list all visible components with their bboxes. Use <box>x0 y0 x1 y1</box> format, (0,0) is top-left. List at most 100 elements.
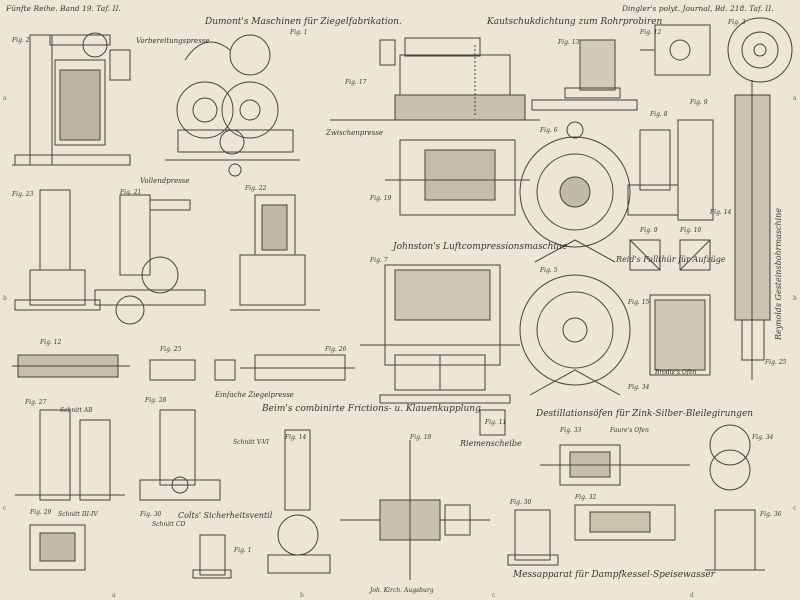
riemenscheibe-drawing <box>479 409 506 436</box>
fig29-drawing <box>540 444 690 486</box>
fig27-drawing <box>15 409 125 501</box>
fig-label: Fig. 22 <box>245 185 267 192</box>
fig12-drawing <box>640 24 711 76</box>
fig-label: Fig. 1 <box>290 29 308 36</box>
margin-letter-b: b <box>300 592 304 599</box>
caption-dumont: Dumont's Maschinen für Ziegelfabrikation… <box>205 17 402 27</box>
fig-label: Fig. 25 <box>765 359 787 366</box>
fig-label: Fig. 15 <box>628 299 650 306</box>
reynolds-drawing <box>734 80 771 380</box>
fig3-drawing <box>727 17 793 83</box>
caption-reynolds: Reynolds Gesteinsbohrmaschine <box>774 207 783 340</box>
fig-label: Fig. 29 <box>30 509 52 516</box>
header-right: Dingler's polyt. Journal, Bd. 218. Taf. … <box>622 4 774 13</box>
caption-johnston: Johnston's Luftcompressionsmaschine <box>393 242 568 252</box>
footer-imprint: Joh. Kirch. Augsburg <box>370 587 434 594</box>
margin-letter-d: d <box>690 592 694 599</box>
fig-label: Fig. 14 <box>285 434 307 441</box>
fig-label: Fig. 8 <box>650 111 668 118</box>
caption-vollendpresse: Vollendpresse <box>140 177 190 185</box>
fig-label: Fig. 18 <box>410 434 432 441</box>
section-label: Schnitt V-VI <box>233 439 269 446</box>
section-label: Schnitt AB <box>60 407 93 414</box>
fig-label: Fig. 32 <box>575 494 597 501</box>
fig30-drawing <box>507 509 559 566</box>
section-label: Schnitt CD <box>152 521 186 528</box>
caption-einfache: Einfache Ziegelpresse <box>215 391 294 399</box>
caption-riemenscheibe: Riemenscheibe <box>460 439 522 448</box>
section-label: Schnitt III-IV <box>58 511 98 518</box>
caption-kautschuk: Kautschukdichtung zum Rohrprobiren <box>487 17 663 27</box>
fig24-drawing <box>240 354 355 381</box>
fig-label: Fig. 23 <box>12 191 34 198</box>
zwischenpresse-drawing <box>330 37 540 121</box>
header-left: Fünfte Reihe. Band 19. Taf. II. <box>6 4 121 13</box>
fig26-drawing <box>139 409 221 501</box>
fig-label: Fig. 28 <box>145 397 167 404</box>
margin-letter-left-b: b <box>3 295 7 302</box>
fig5-drawing <box>519 274 631 396</box>
fig33-drawing <box>705 509 765 571</box>
fig-label: Fig. 9 <box>640 227 658 234</box>
caption-colts: Colts' Sicherheitsventil <box>178 511 273 520</box>
fig-label: Fig. 21 <box>120 189 142 196</box>
fig13-drawing <box>267 429 331 574</box>
margin-letter-right-c: c <box>793 505 797 512</box>
fig-label: Fig. 10 <box>680 227 702 234</box>
caption-vorbereitungspresse: Vorbereitungspresse <box>136 37 210 45</box>
fig-label: Fig. 9 <box>690 99 708 106</box>
fig19-drawing <box>385 139 530 216</box>
caption-messapparat: Messapparat für Dampfkessel-Speisewasser <box>513 570 715 580</box>
fig-label: Fig. 26 <box>325 346 347 353</box>
fig-label: Fig. 2 <box>12 37 30 44</box>
caption-reid: Reid's Fallthür für Aufzüge <box>616 255 726 264</box>
vorbereitungspresse-drawing <box>12 32 131 166</box>
fig-label: Fig. 33 <box>560 427 582 434</box>
fig-label: Fig. 36 <box>760 511 782 518</box>
margin-letter-right-a: a <box>793 95 797 102</box>
margin-letter-left-a: a <box>3 95 7 102</box>
caption-faure: Faure's Ofen <box>610 427 649 434</box>
fig-label: Fig. 3 <box>728 19 746 26</box>
fig-label: Fig. 17 <box>345 79 367 86</box>
fig-label: Fig. 25 <box>160 346 182 353</box>
caption-brodie: Brodie's Ofen <box>655 369 697 376</box>
fig12b-drawing <box>12 354 130 378</box>
dumont-main-drawing <box>165 34 300 177</box>
fig-label: Fig. 6 <box>540 127 558 134</box>
reid-drawing <box>649 294 711 376</box>
fig23-drawing <box>14 189 101 311</box>
caption-beim: Beim's combinirte Frictions- u. Klauenku… <box>262 404 481 414</box>
fig-label: Fig. 34 <box>752 434 774 441</box>
fig-label: Fig. 7 <box>370 257 388 264</box>
margin-letter-a: a <box>112 592 116 599</box>
margin-letter-right-b: b <box>793 295 797 302</box>
johnston-drawing <box>360 264 520 404</box>
fig14-drawing <box>531 39 638 111</box>
fig-label: Fig. 13 <box>558 39 580 46</box>
caption-destillation: Destillationsöfen für Zink-Silber-Bleile… <box>536 409 754 419</box>
margin-letter-c: c <box>492 592 496 599</box>
fig25-drawing <box>149 359 236 381</box>
fig9-10-drawing <box>629 239 711 271</box>
fig-label: Fig. 1 <box>234 547 252 554</box>
fig22-drawing <box>230 194 320 311</box>
margin-letter-left-c: c <box>3 505 7 512</box>
fig-label: Fig. 14 <box>710 209 732 216</box>
fig18-drawing <box>340 440 490 580</box>
fig-label: Fig. 30 <box>510 499 532 506</box>
fig-label: Fig. 12 <box>640 29 662 36</box>
fig-label: Fig. 27 <box>25 399 47 406</box>
fig7-8-drawing <box>627 119 714 221</box>
vollendpresse-drawing <box>94 194 206 325</box>
fig-label: Fig. 34 <box>628 384 650 391</box>
fig32-drawing <box>709 424 751 491</box>
caption-zwischenpresse: Zwischenpresse <box>326 129 384 137</box>
colts-drawing <box>192 534 232 579</box>
fig6-drawing <box>519 121 631 263</box>
fig-label: Fig. 11 <box>485 419 507 426</box>
fig31-drawing <box>574 504 676 541</box>
fig-label: Fig. 5 <box>540 267 558 274</box>
